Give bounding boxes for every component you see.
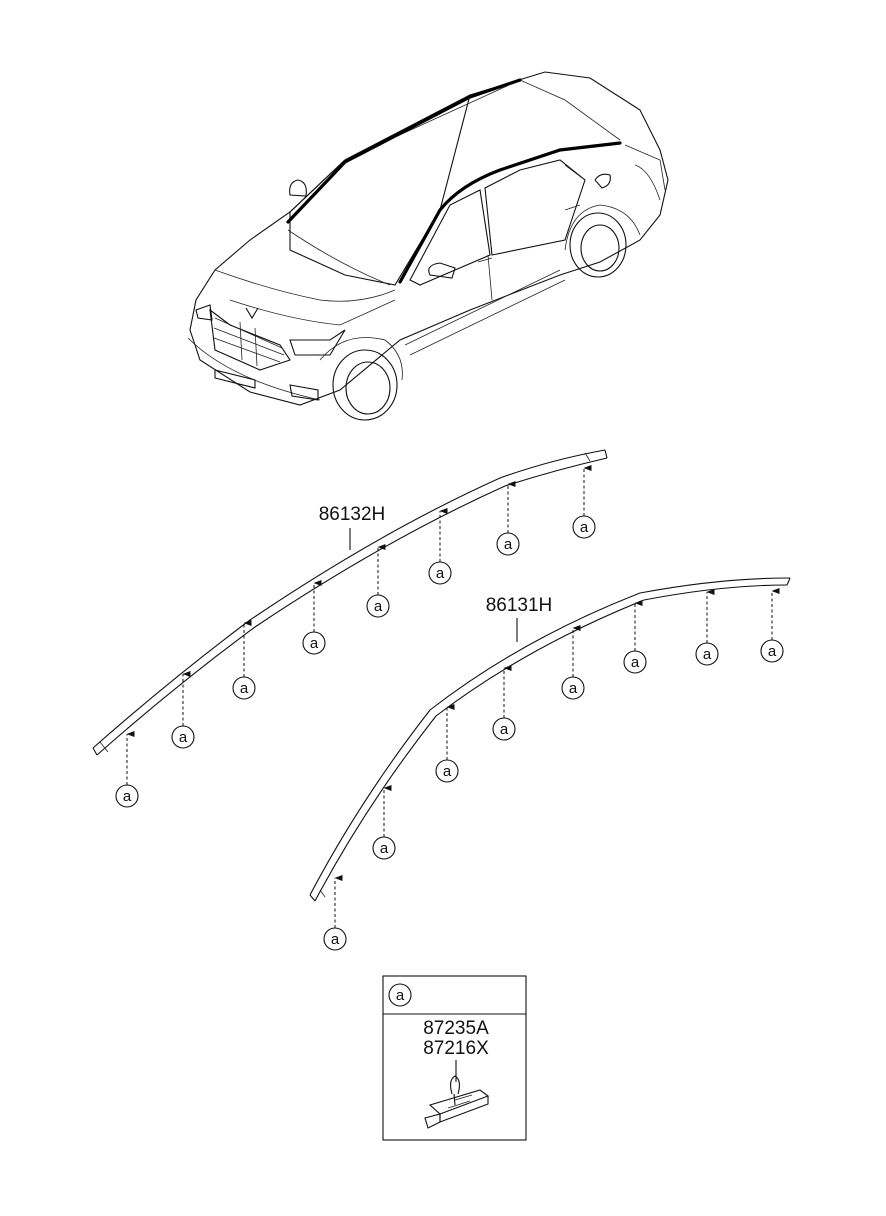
callout-circle: [760, 639, 784, 663]
callout-circle: [323, 927, 347, 951]
callout-label: a: [703, 646, 712, 663]
callout-circle: [623, 650, 647, 674]
callout-circle: [372, 836, 396, 860]
legend-part-number-1: 87235A: [423, 1018, 489, 1039]
callout-circle: [232, 676, 256, 700]
callout-label: a: [504, 536, 513, 553]
callout-circle: [171, 725, 195, 749]
callout-circle: [302, 631, 326, 655]
car-illustration: [187, 71, 669, 421]
clip-illustration: [424, 1075, 490, 1129]
legend-box: a 87235A 87216X: [382, 975, 527, 1141]
callout-label: a: [768, 643, 777, 660]
front-molding-part-number: 86131H: [486, 595, 553, 616]
callout-circle: [561, 676, 585, 700]
callout-circle: [695, 642, 719, 666]
callout-label: a: [310, 635, 319, 652]
callout-label: a: [436, 565, 445, 582]
callout-circle: [366, 594, 390, 618]
callout-label: a: [443, 763, 452, 780]
callout-label: a: [631, 654, 640, 671]
legend-symbol: a: [396, 987, 405, 1004]
callout-circle: [115, 784, 139, 808]
callout-label: a: [331, 931, 340, 948]
callout-label: a: [374, 598, 383, 615]
callout-label: a: [123, 788, 132, 805]
callout-circle: [492, 717, 516, 741]
callout-circle: [496, 532, 520, 556]
rear-roof-molding: [92, 449, 608, 756]
callout-label: a: [500, 721, 509, 738]
callout-label: a: [240, 680, 249, 697]
clip-callouts: a a a a a a a a a a a a a a a a: [115, 465, 784, 951]
callout-label: a: [580, 519, 589, 536]
callout-circle: [435, 759, 459, 783]
callout-label: a: [380, 840, 389, 857]
callout-circle: [428, 561, 452, 585]
rear-molding-part-number: 86132H: [319, 504, 386, 525]
callout-label: a: [179, 729, 188, 746]
legend-part-number-2: 87216X: [423, 1038, 489, 1059]
callout-circle: [572, 515, 596, 539]
callout-label: a: [569, 680, 578, 697]
legend-symbol-circle: [388, 983, 412, 1007]
